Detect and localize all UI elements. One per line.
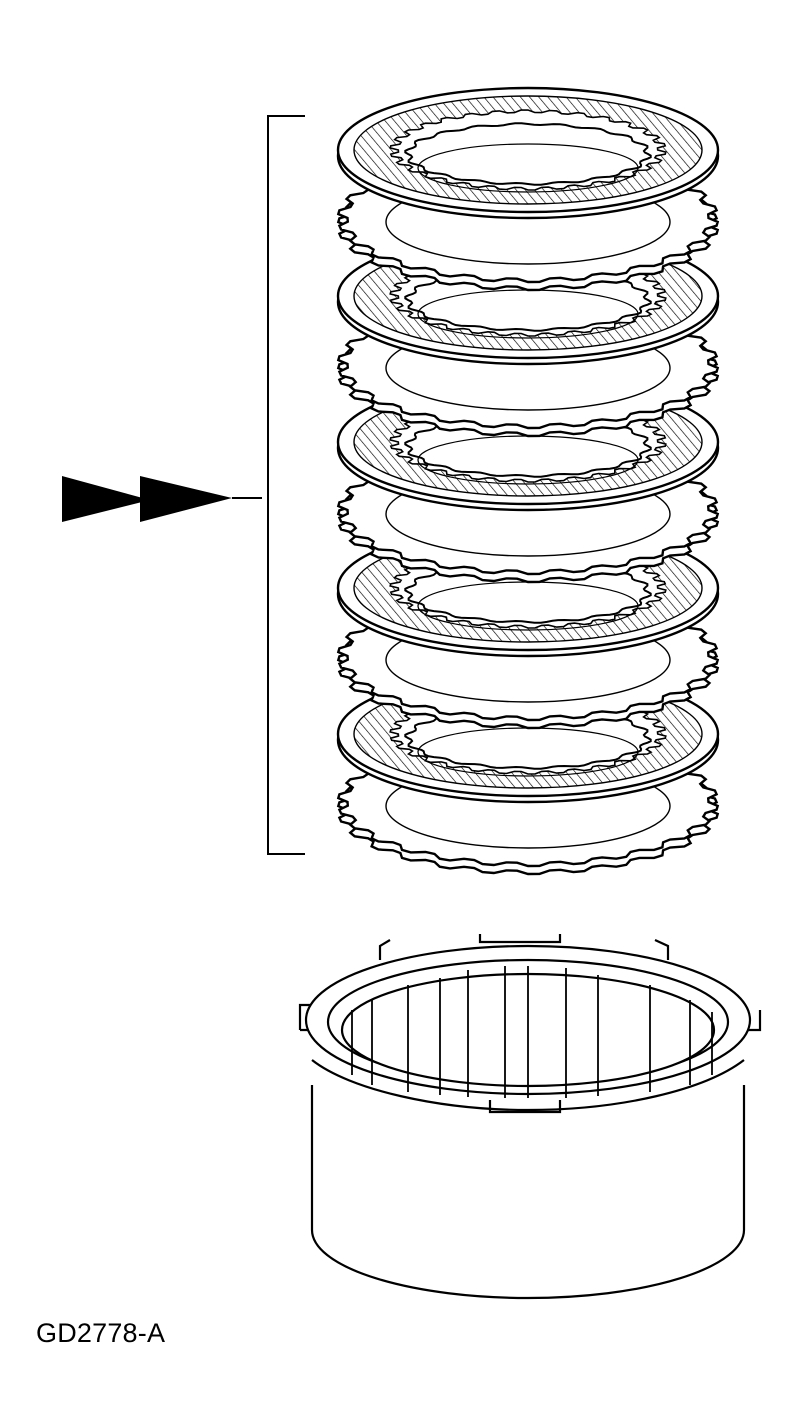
clutch-drum — [298, 934, 762, 1300]
double-arrow-pointer-icon — [62, 476, 262, 522]
friction-plate — [336, 86, 720, 220]
drum-splines — [351, 966, 713, 1098]
diagram-id-label: GD2778-A — [36, 1318, 166, 1348]
clutch-pack — [336, 86, 720, 876]
stack-bracket — [267, 115, 305, 855]
